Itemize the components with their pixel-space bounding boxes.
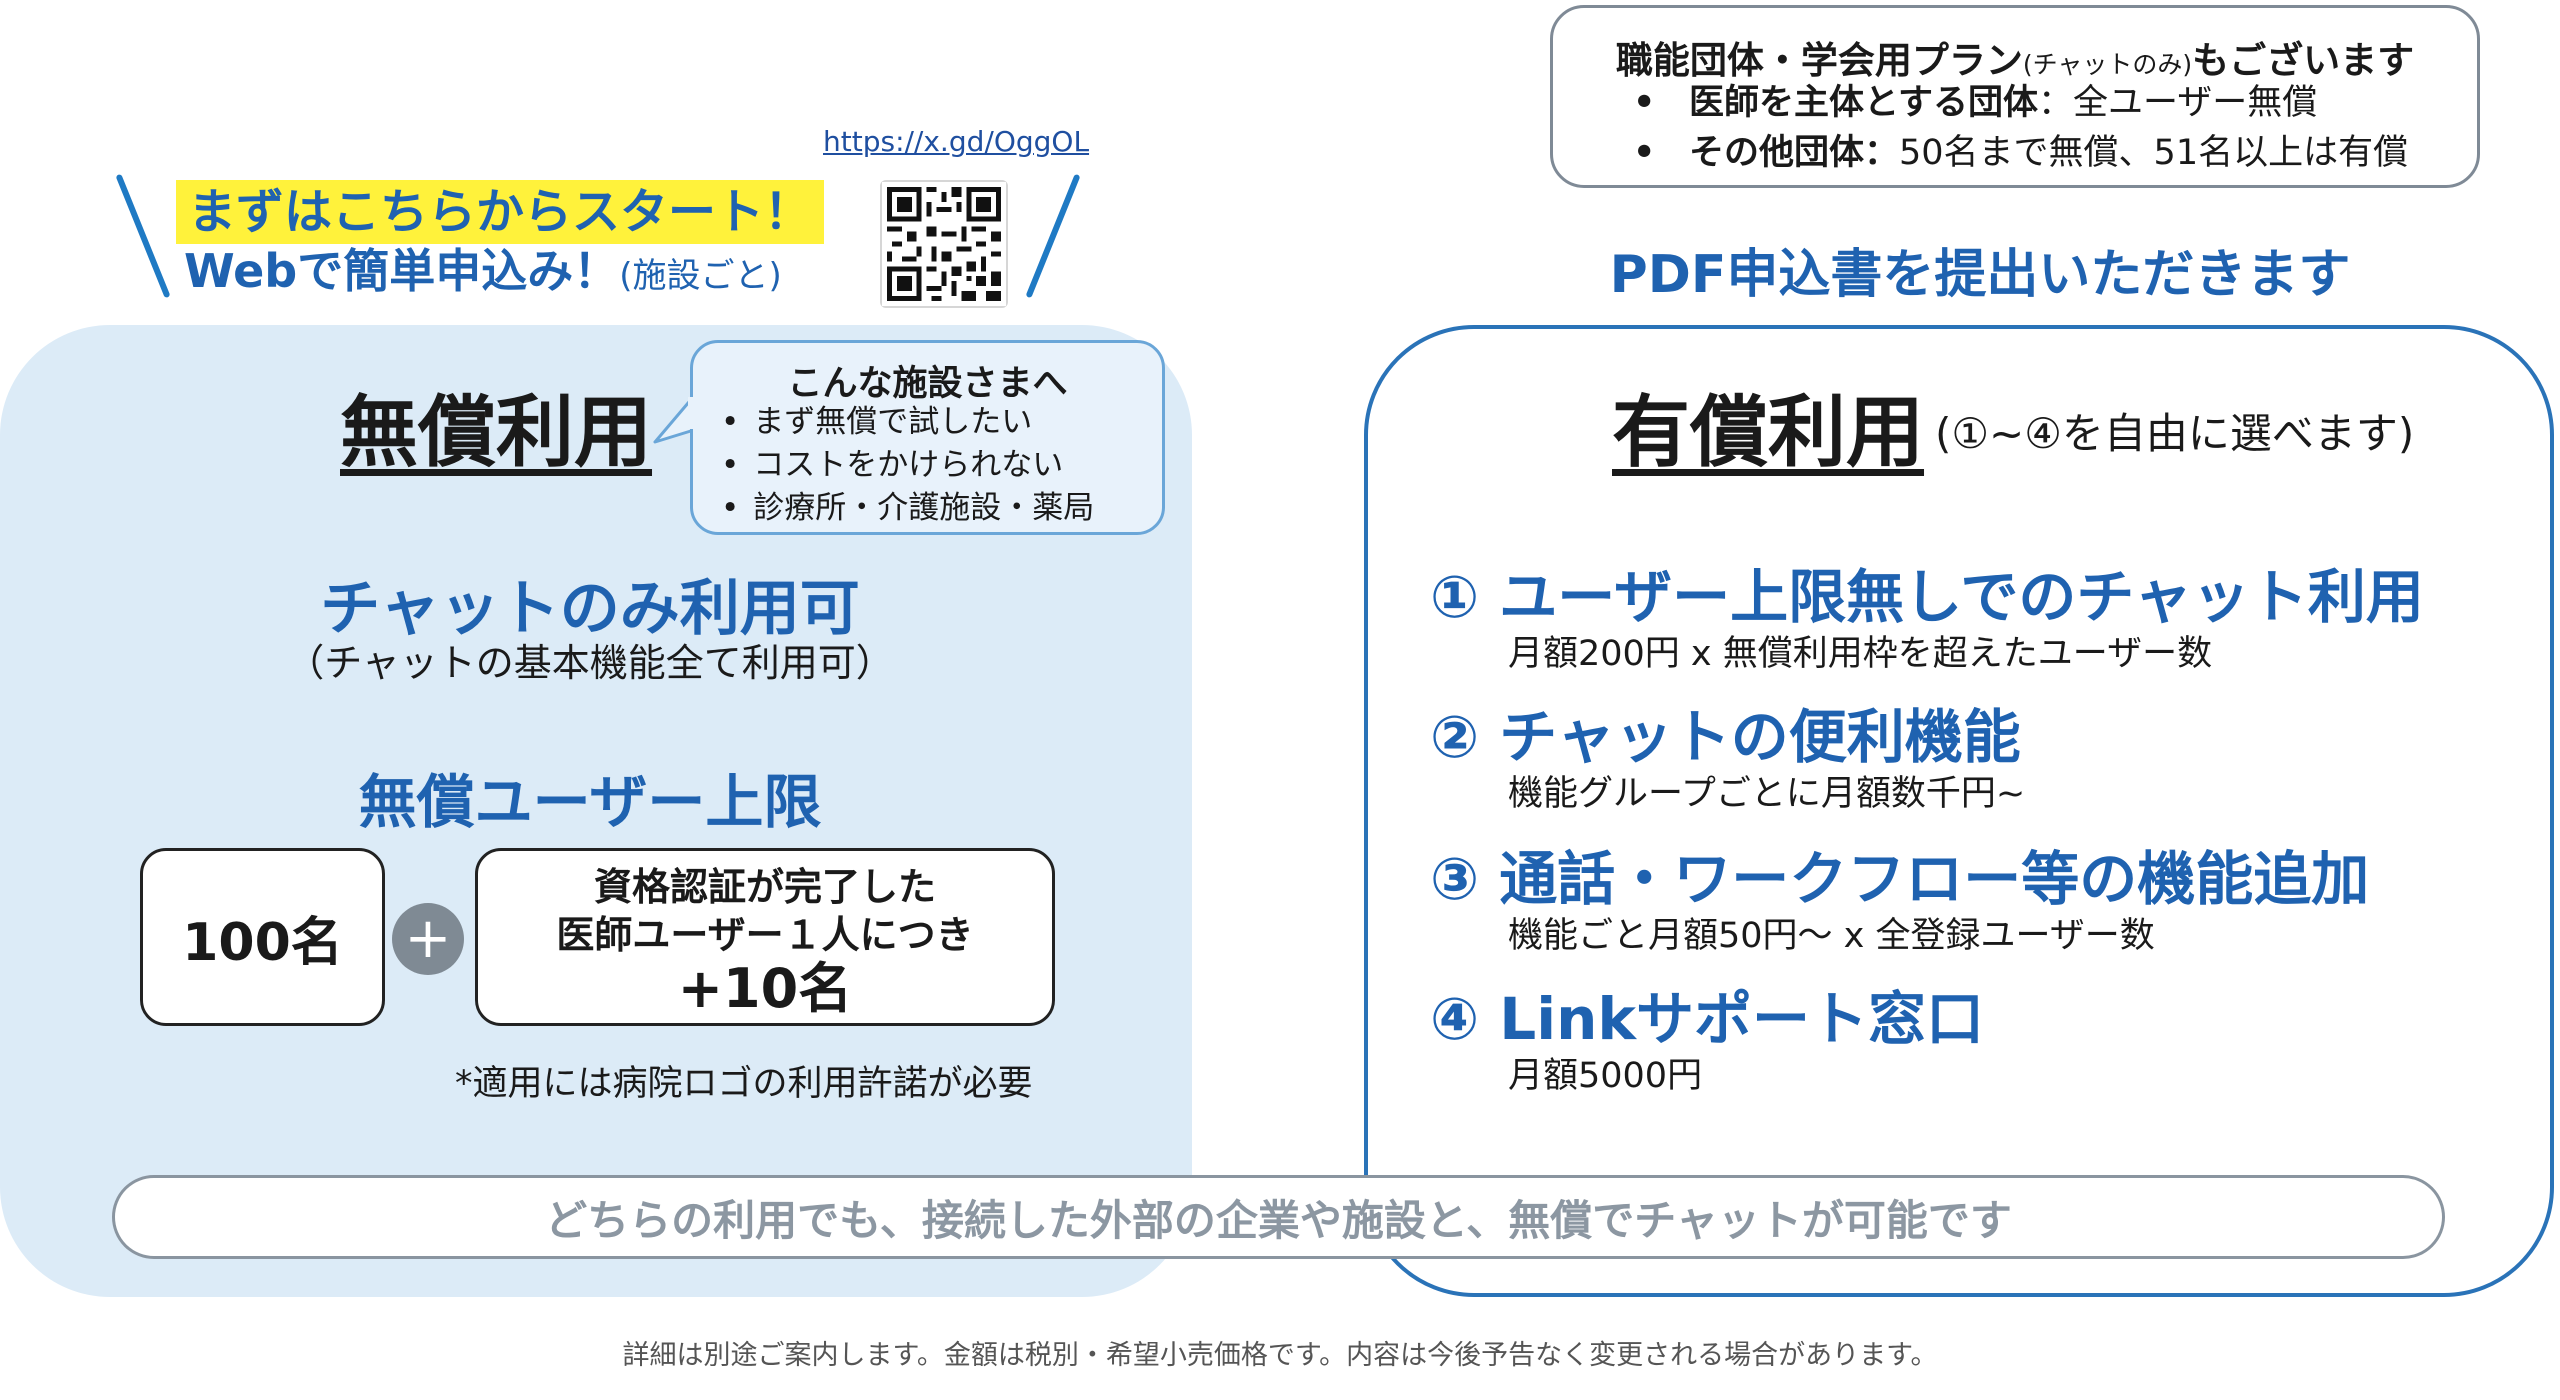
plan-item-separator: ： bbox=[2037, 83, 2073, 123]
plan-title-tail: もございます bbox=[2192, 39, 2415, 82]
qr-code-graphic bbox=[882, 182, 1006, 306]
cta-web-signup: Webで簡単申込み！(施設ごと) bbox=[184, 242, 782, 305]
plan-item-text: 50名まで無償、51名以上は有償 bbox=[1899, 133, 2409, 173]
pricing-disclaimer: 詳細は別途ご案内します。金額は税別・希望小売価格です。内容は今後予告なく変更され… bbox=[622, 1340, 1938, 1371]
cta-per-facility-note: (施設ごと) bbox=[619, 256, 782, 296]
plan-title-chat-only: (チャットのみ) bbox=[2022, 50, 2193, 79]
plan-item-text: 全ユーザー無償 bbox=[2072, 83, 2318, 123]
paid-option-2-title: ② チャットの便利機能 bbox=[1430, 703, 2021, 771]
decorative-slash-right bbox=[1025, 173, 1081, 299]
free-user-limit-heading: 無償ユーザー上限 bbox=[358, 768, 822, 836]
logo-permission-footnote: *適用には病院ロゴの利用許諾が必要 bbox=[455, 1064, 1033, 1104]
paid-option-3-title: ③ 通話・ワークフロー等の機能追加 bbox=[1430, 845, 2370, 913]
plan-item-label: 医師を主体とする団体 bbox=[1689, 83, 2038, 123]
verified-bonus-line1: 資格認証が完了した bbox=[593, 865, 936, 909]
base-user-limit-value: 100名 bbox=[182, 912, 343, 973]
paid-option-3-price: 機能ごと月額50円〜 x 全登録ユーザー数 bbox=[1508, 916, 2155, 956]
external-chat-banner-text: どちらの利用でも、接続した外部の企業や施設と、無償でチャットが可能です bbox=[545, 1195, 2012, 1245]
signup-url-link[interactable]: https://x.gd/OggOL bbox=[823, 125, 1090, 158]
paid-usage-title: 有償利用 bbox=[1612, 388, 1925, 478]
association-plan-list: • 医師を主体とする団体：全ユーザー無償 • その他団体：50名まで無償、51名… bbox=[1633, 78, 2408, 178]
paid-option-2-price: 機能グループごとに月額数千円~ bbox=[1508, 774, 2026, 814]
cta-start-here: まずはこちらからスタート！ bbox=[176, 180, 825, 244]
association-plan-title: 職能団体・学会用プラン(チャットのみ)もございます bbox=[1553, 30, 2477, 84]
bubble-item: コストをかけられない bbox=[721, 444, 1094, 487]
cta-web-signup-main: Webで簡単申込み！ bbox=[184, 244, 620, 298]
plan-title-main: 職能団体・学会用プラン bbox=[1615, 39, 2023, 82]
bubble-list: まず無償で試したい コストをかけられない 診療所・介護施設・薬局 bbox=[721, 401, 1094, 530]
bubble-title: こんな施設さまへ bbox=[787, 364, 1068, 404]
paid-option-1-title: ① ユーザー上限無しでのチャット利用 bbox=[1430, 563, 2424, 631]
bullet: • bbox=[1633, 83, 1656, 123]
free-usage-title: 無償利用 bbox=[340, 388, 653, 478]
base-user-limit-box: 100名 bbox=[140, 848, 385, 1026]
verified-bonus-box: 資格認証が完了した 医師ユーザー１人につき +10名 bbox=[475, 848, 1055, 1026]
association-plan-box: 職能団体・学会用プラン(チャットのみ)もございます • 医師を主体とする団体：全… bbox=[1550, 5, 2480, 188]
bubble-item: まず無償で試したい bbox=[721, 401, 1094, 444]
pdf-application-heading: PDF申込書を提出いただきます bbox=[1609, 245, 2351, 305]
verified-bonus-value: +10名 bbox=[677, 957, 853, 1020]
plan-item-other-groups: • その他団体：50名まで無償、51名以上は有償 bbox=[1633, 128, 2408, 178]
plan-item-label: その他団体： bbox=[1689, 133, 1900, 173]
paid-option-1-price: 月額200円 x 無償利用枠を超えたユーザー数 bbox=[1508, 634, 2213, 674]
verified-bonus-line2: 医師ユーザー１人につき bbox=[556, 913, 974, 957]
qr-code-icon[interactable] bbox=[880, 180, 1008, 308]
paid-usage-note: (①~④を自由に選べます) bbox=[1935, 409, 2415, 458]
plus-icon: + bbox=[392, 903, 464, 975]
bullet: • bbox=[1633, 133, 1656, 173]
external-chat-banner: どちらの利用でも、接続した外部の企業や施設と、無償でチャットが可能です bbox=[112, 1175, 2445, 1259]
bubble-item: 診療所・介護施設・薬局 bbox=[721, 487, 1094, 530]
chat-only-heading: チャットのみ利用可 bbox=[320, 574, 860, 644]
target-facilities-bubble: こんな施設さまへ まず無償で試したい コストをかけられない 診療所・介護施設・薬… bbox=[690, 340, 1165, 535]
plan-item-physician-groups: • 医師を主体とする団体：全ユーザー無償 bbox=[1633, 78, 2408, 128]
paid-option-4-price: 月額5000円 bbox=[1508, 1056, 1703, 1096]
chat-only-subtext: （チャットの基本機能全て利用可） bbox=[286, 641, 894, 685]
paid-usage-panel bbox=[1364, 325, 2554, 1297]
bubble-tail-mask bbox=[688, 397, 698, 429]
paid-option-4-title: ④ Linkサポート窓口 bbox=[1430, 985, 1985, 1053]
decorative-slash-left bbox=[115, 173, 171, 299]
